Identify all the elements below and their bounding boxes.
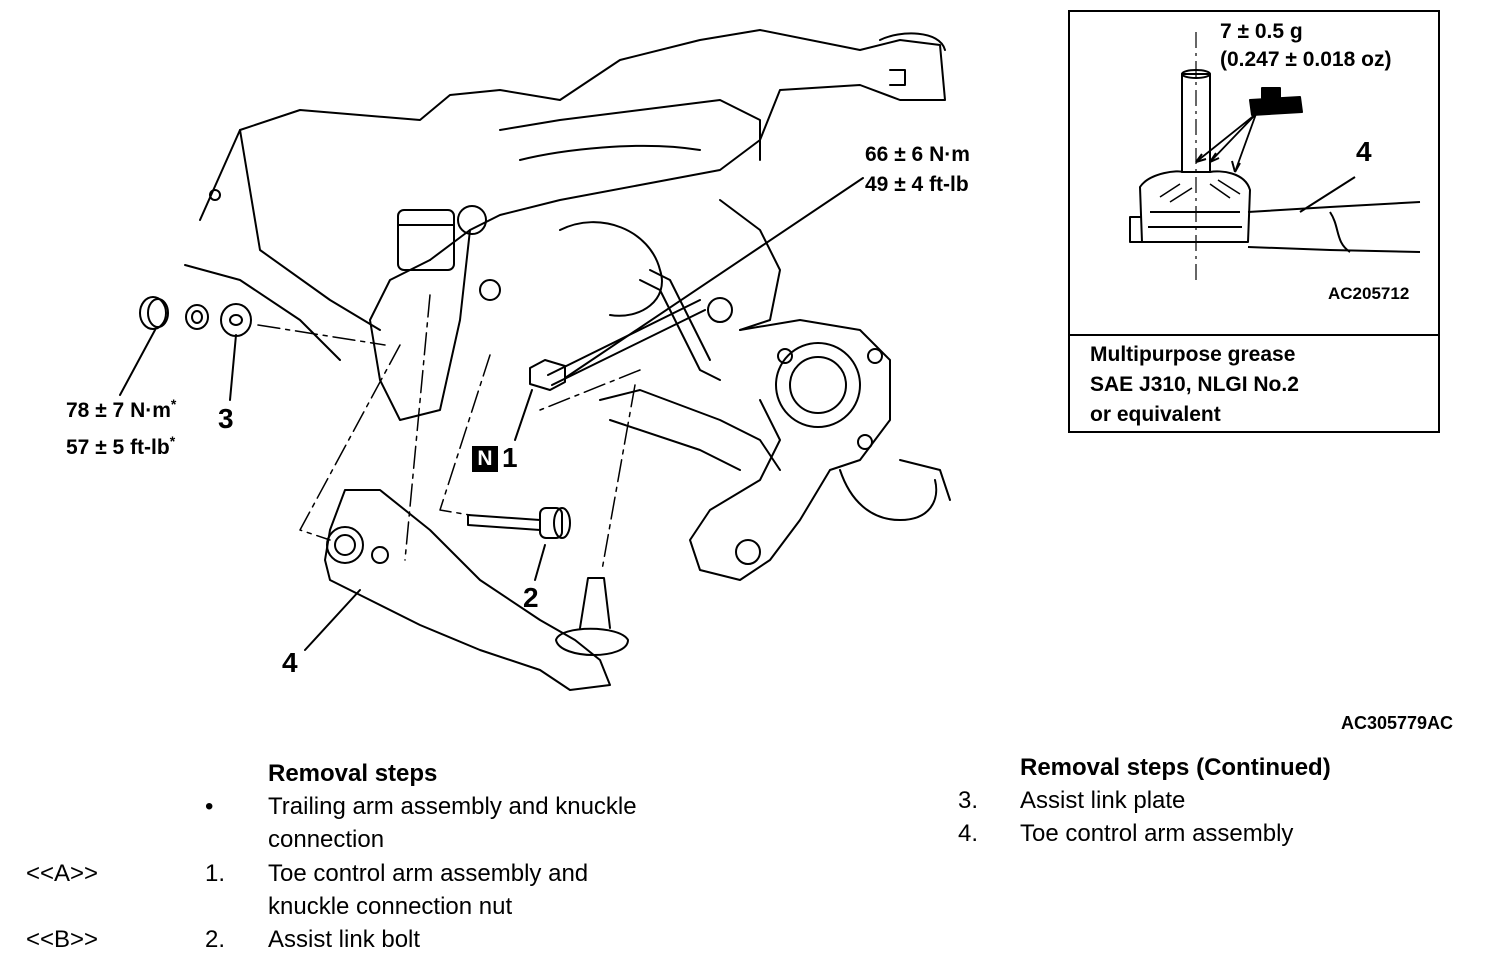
step-1-text-1: Toe control arm assembly and	[268, 860, 589, 887]
step-2-text: Assist link bolt	[268, 926, 421, 953]
inset-callout-4: 4	[1356, 136, 1372, 167]
torque-left: 78 ± 7 N·m* 57 ± 5 ft-lb*	[66, 389, 176, 463]
callout-1-num: 1	[502, 442, 518, 473]
step-2-num: 2.	[205, 926, 226, 953]
step-1-num: 1.	[205, 860, 226, 887]
inset-divider	[1070, 334, 1438, 336]
step-4-num: 4.	[958, 820, 979, 847]
steps-right-heading: Removal steps (Continued)	[1020, 754, 1331, 781]
bushing-parts	[139, 296, 252, 337]
step-4-text: Toe control arm assembly	[1020, 820, 1294, 847]
torque-left-mark-1: *	[170, 396, 177, 412]
grease-amount: 7 ± 0.5 g (0.247 ± 0.018 oz)	[1220, 18, 1391, 74]
inset-code: AC205712	[1328, 284, 1410, 303]
grease-spec-line3: or equivalent	[1090, 403, 1221, 426]
step-bullet: •	[205, 793, 214, 820]
step-1-ref: <<A>>	[26, 860, 99, 887]
step-1-text-2: knuckle connection nut	[268, 893, 513, 920]
grease-amount-g: 7 ± 0.5 g	[1220, 20, 1303, 43]
torque-left-mark-2: *	[169, 433, 176, 449]
grease-spec-line2: SAE J310, NLGI No.2	[1090, 373, 1299, 396]
callout-2: 2	[523, 582, 539, 613]
step-3-num: 3.	[958, 787, 979, 814]
grease-amount-oz: (0.247 ± 0.018 oz)	[1220, 48, 1392, 71]
leader-lines	[119, 177, 864, 651]
step-bullet-text-2: connection	[268, 826, 385, 853]
toe-control-arm-drawing	[324, 489, 629, 691]
torque-left-nm: 78 ± 7 N·m	[66, 399, 171, 422]
grease-spec: Multipurpose grease SAE J310, NLGI No.2 …	[1090, 340, 1299, 430]
grease-spec-line1: Multipurpose grease	[1090, 343, 1296, 366]
knuckle-drawing	[599, 319, 951, 581]
link-rod-drawing	[529, 269, 733, 391]
figure-code: AC305779AC	[1341, 713, 1454, 733]
grease-inset: 7 ± 0.5 g (0.247 ± 0.018 oz) 4 AC205712 …	[1068, 10, 1440, 433]
torque-left-ftlb: 57 ± 5 ft-lb	[66, 436, 170, 459]
n-code-badge: N	[472, 446, 498, 472]
torque-upper-ftlb: 49 ± 4 ft-lb	[865, 173, 969, 196]
ball-joint-drawing	[1129, 32, 1421, 282]
step-bullet-text-1: Trailing arm assembly and knuckle	[268, 793, 637, 820]
callout-3: 3	[218, 403, 234, 434]
steps-left-heading: Removal steps	[268, 760, 438, 787]
subframe-drawing	[184, 29, 946, 421]
callout-4: 4	[282, 647, 298, 678]
torque-upper-nm: 66 ± 6 N·m	[865, 143, 970, 166]
torque-upper: 66 ± 6 N·m 49 ± 4 ft-lb	[865, 140, 970, 200]
step-2-ref: <<B>>	[26, 926, 99, 953]
alignment-lines	[257, 294, 641, 571]
bolt-drawing	[467, 507, 571, 539]
step-3-text: Assist link plate	[1020, 787, 1186, 814]
